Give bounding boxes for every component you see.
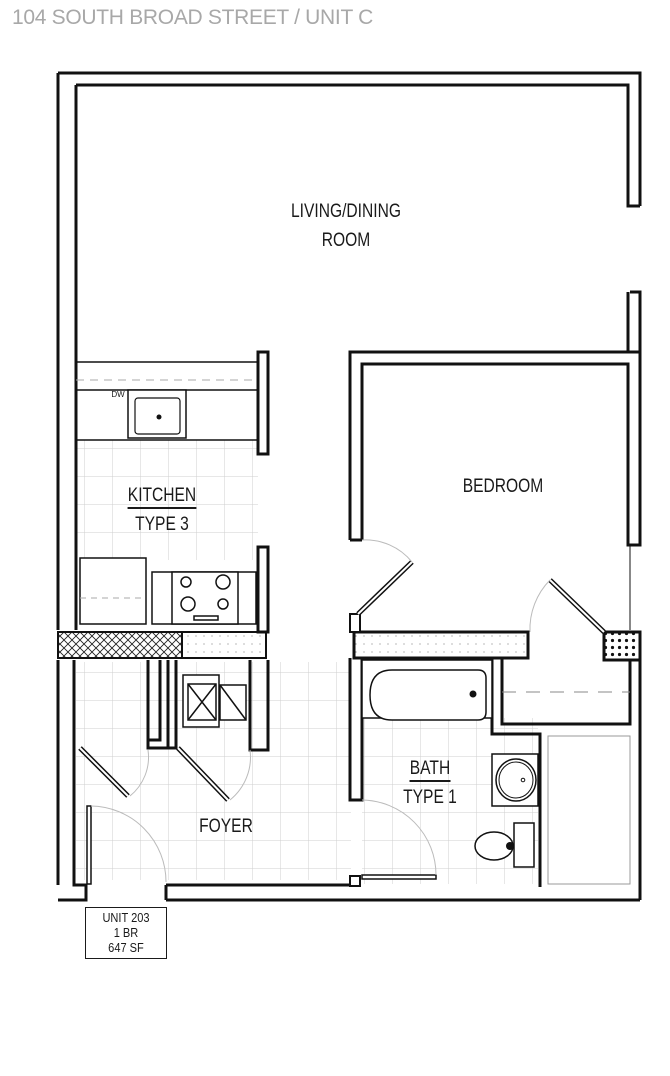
- kitchen-sink: [127, 389, 187, 439]
- closet-shelf: [547, 735, 631, 885]
- bath-label: BATH TYPE 1: [348, 754, 512, 812]
- bath-door: [349, 799, 437, 887]
- living-room-label-line1: LIVING/DINING: [291, 201, 401, 222]
- kitchen-label-line1: KITCHEN: [127, 485, 197, 509]
- refrigerator: [79, 557, 147, 625]
- bedroom-door: [349, 539, 414, 633]
- foyer-label: FOYER: [199, 816, 253, 837]
- dishwasher-label: DW: [111, 390, 125, 399]
- closet-door: [529, 578, 606, 634]
- entry-door: [86, 805, 167, 885]
- exterior-walls: [56, 71, 642, 630]
- bathtub: [361, 659, 493, 721]
- bath-label-line2: TYPE 1: [403, 787, 457, 808]
- living-room-label-line2: ROOM: [321, 230, 371, 251]
- bath-label-line1: BATH: [409, 758, 451, 782]
- unit-number: UNIT 203: [102, 910, 150, 925]
- toilet: [474, 822, 535, 868]
- living-room-label: LIVING/DINING ROOM: [264, 197, 428, 255]
- kitchen-label: KITCHEN TYPE 3: [80, 481, 244, 539]
- unit-bedrooms: 1 BR: [113, 925, 139, 940]
- page-title: 104 SOUTH BROAD STREET / UNIT C: [12, 6, 373, 29]
- unit-area: 647 SF: [108, 940, 144, 955]
- kitchen-walls: [256, 350, 270, 634]
- unit-info-box: UNIT 203 1 BR 647 SF: [85, 907, 167, 959]
- bathroom-sink: [491, 753, 539, 807]
- closet-doors: [78, 746, 251, 802]
- hvac-unit: [182, 674, 247, 728]
- kitchen-label-line2: TYPE 3: [135, 514, 189, 535]
- party-wall-hatched: [57, 630, 642, 662]
- bedroom-label: BEDROOM: [462, 476, 544, 497]
- foyer-walls: [56, 660, 350, 902]
- bedroom-walls: [348, 350, 642, 630]
- stove: [151, 571, 257, 625]
